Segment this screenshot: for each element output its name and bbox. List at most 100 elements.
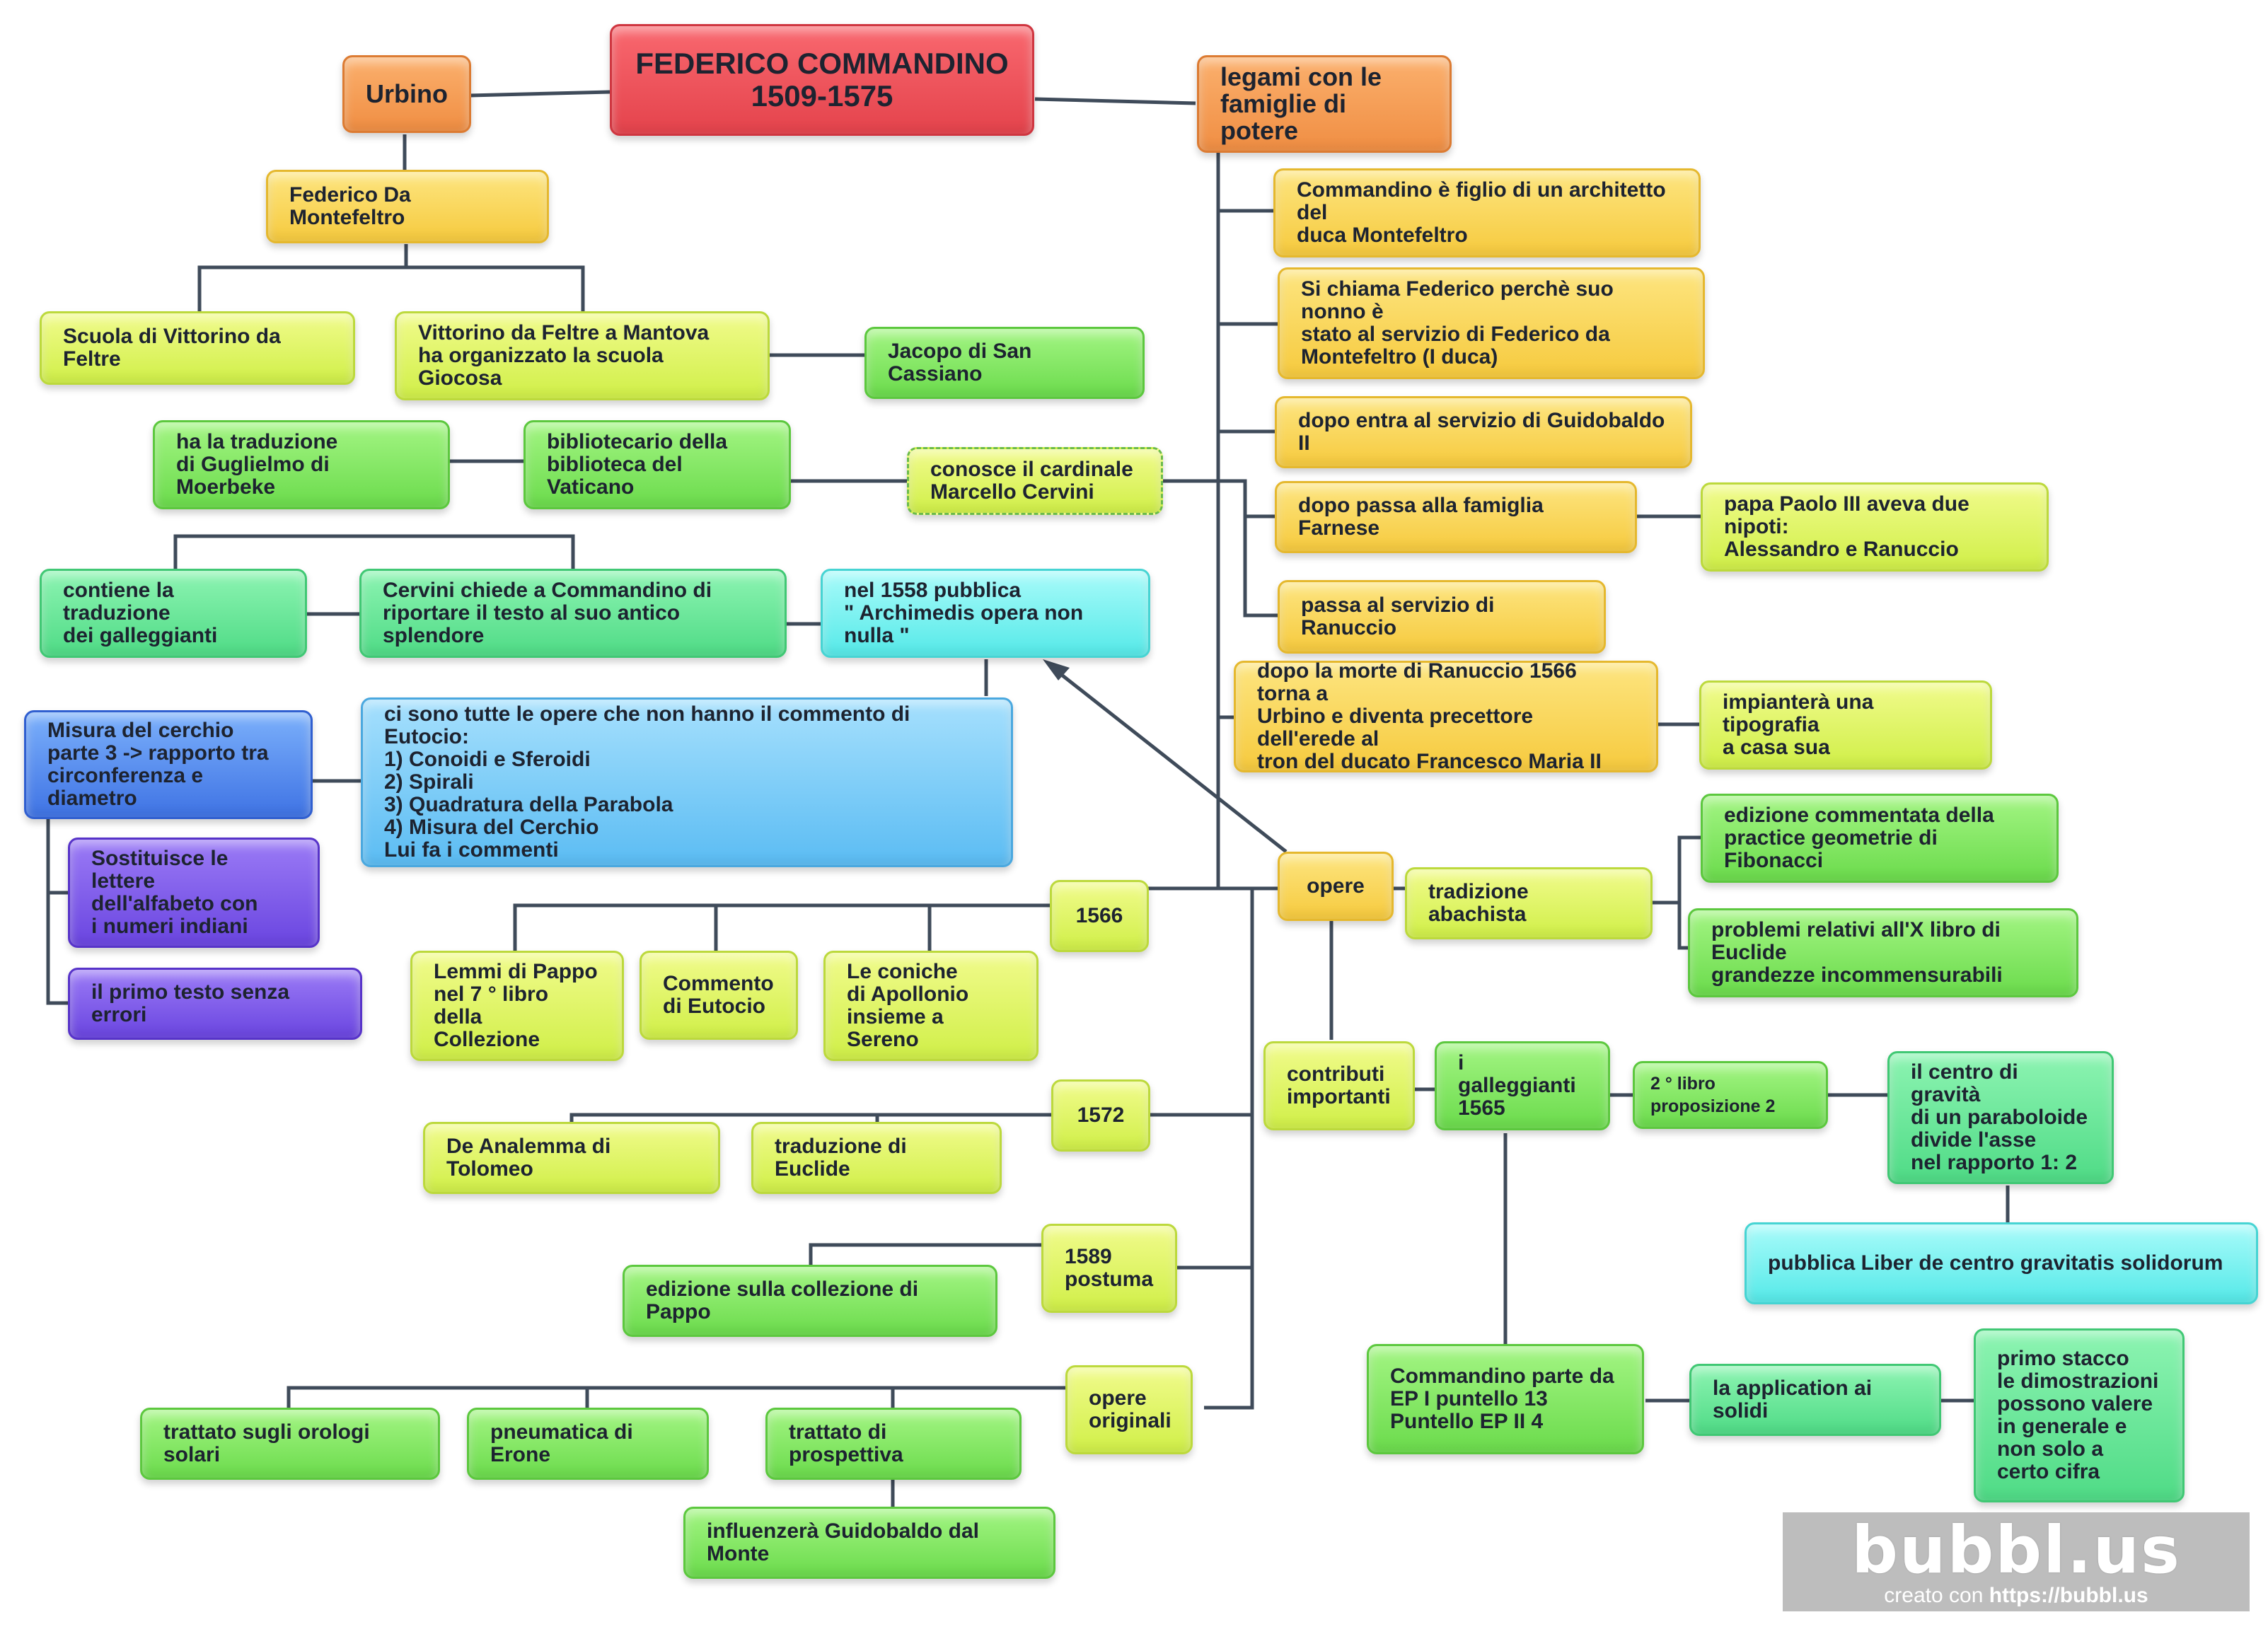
node-contributi-label: contributi importanti	[1287, 1062, 1391, 1108]
node-architetto[interactable]: Commandino è figlio di un architetto del…	[1273, 168, 1701, 257]
node-ranuccio[interactable]: passa al servizio di Ranuccio	[1278, 580, 1606, 654]
node-prospettiva[interactable]: trattato di prospettiva	[765, 1408, 1022, 1480]
node-liber[interactable]: pubblica Liber de centro gravitatis soli…	[1745, 1222, 2258, 1304]
node-legami-label: legami con le famiglie di potere	[1220, 62, 1382, 145]
link-abachista-children	[1651, 835, 1701, 905]
node-bibliotecario[interactable]: bibliotecario della biblioteca del Vatic…	[523, 420, 791, 509]
node-year-1566-label: 1566	[1075, 904, 1123, 927]
node-jacopo[interactable]: Jacopo di San Cassiano	[864, 327, 1145, 399]
node-analemma[interactable]: De Analemma di Tolomeo	[423, 1122, 720, 1194]
node-opere-elenco[interactable]: ci sono tutte le opere che non hanno il …	[361, 697, 1013, 867]
node-primo-testo-label: il primo testo senza errori	[91, 980, 290, 1026]
node-coniche-label: Le coniche di Apollonio insieme a Sereno	[847, 960, 969, 1051]
link-montefeltro-vittorino	[406, 265, 585, 311]
node-vittorino-mantova-label: Vittorino da Feltre a Mantova ha organiz…	[418, 321, 710, 390]
node-ranuccio-label: passa al servizio di Ranuccio	[1301, 593, 1495, 639]
node-montefeltro[interactable]: Federico Da Montefeltro	[266, 170, 549, 243]
node-cervini[interactable]: conosce il cardinale Marcello Cervini	[907, 447, 1163, 515]
link-misura-children	[46, 819, 68, 895]
node-galleggianti-1565[interactable]: i galleggianti 1565	[1435, 1041, 1610, 1130]
node-sostituisce[interactable]: Sostituisce le lettere dell'alfabeto con…	[68, 838, 320, 948]
link-originali-children	[287, 1386, 1065, 1408]
bubblus-watermark[interactable]: bubbl.us creato con https://bubbl.us	[1783, 1512, 2250, 1611]
node-orologi[interactable]: trattato sugli orologi solari	[140, 1408, 440, 1480]
node-morte-ranuccio-label: dopo la morte di Ranuccio 1566 torna a U…	[1257, 659, 1602, 773]
node-legami[interactable]: legami con le famiglie di potere	[1197, 55, 1452, 153]
node-moerbeke[interactable]: ha la traduzione di Guglielmo di Moerbek…	[153, 420, 450, 509]
bubblus-credit: creato con https://bubbl.us	[1783, 1584, 2250, 1607]
central-topic-label: FEDERICO COMMANDINO 1509-1575	[635, 47, 1009, 112]
node-bibliotecario-label: bibliotecario della biblioteca del Vatic…	[547, 430, 728, 499]
node-erone-label: pneumatica di Erone	[490, 1420, 633, 1466]
node-application[interactable]: la application ai solidi	[1689, 1364, 1941, 1436]
node-opere-label: opere	[1307, 874, 1365, 898]
node-euclide-x-label: problemi relativi all'X libro di Euclide…	[1711, 918, 2003, 987]
link-abachista-euclide	[1677, 903, 1688, 950]
node-prospettiva-label: trattato di prospettiva	[789, 1420, 903, 1466]
node-trad-euclide[interactable]: traduzione di Euclide	[751, 1122, 1002, 1194]
node-urbino-label: Urbino	[366, 79, 448, 108]
arrow-head	[1043, 659, 1070, 680]
node-pappo-lemmi[interactable]: Lemmi di Pappo nel 7 ° libro della Colle…	[410, 951, 624, 1061]
central-topic[interactable]: FEDERICO COMMANDINO 1509-1575	[610, 24, 1034, 136]
node-originali-label: opere originali	[1089, 1386, 1171, 1432]
node-primo-stacco[interactable]: primo stacco le dimostrazioni possono va…	[1974, 1328, 2185, 1502]
node-opere-elenco-label: ci sono tutte le opere che non hanno il …	[384, 702, 910, 862]
node-primo-stacco-label: primo stacco le dimostrazioni possono va…	[1997, 1347, 2159, 1483]
node-farnese[interactable]: dopo passa alla famiglia Farnese	[1275, 481, 1637, 553]
node-guidobaldo-monte[interactable]: influenzerà Guidobaldo dal Monte	[683, 1507, 1055, 1579]
node-euclide-x[interactable]: problemi relativi all'X libro di Euclide…	[1688, 908, 2078, 997]
node-tipografia[interactable]: impianterà una tipografia a casa sua	[1699, 680, 1992, 770]
node-vittorino-mantova[interactable]: Vittorino da Feltre a Mantova ha organiz…	[395, 311, 770, 400]
link-title-legami	[1034, 97, 1196, 105]
node-morte-ranuccio[interactable]: dopo la morte di Ranuccio 1566 torna a U…	[1234, 659, 1658, 773]
node-sostituisce-label: Sostituisce le lettere dell'alfabeto con…	[91, 847, 258, 938]
node-contributi[interactable]: contributi importanti	[1263, 1041, 1415, 1130]
node-guidobaldo-monte-label: influenzerà Guidobaldo dal Monte	[707, 1519, 980, 1565]
node-galleggianti-1565-label: i galleggianti 1565	[1458, 1051, 1576, 1120]
node-eutocio[interactable]: Commento di Eutocio	[640, 951, 798, 1040]
node-year-1589[interactable]: 1589 postuma	[1041, 1224, 1177, 1313]
node-libro2-label: 2 ° libro proposizione 2	[1650, 1074, 1776, 1116]
bubblus-logo: bubbl.us	[1851, 1512, 2181, 1588]
node-farnese-label: dopo passa alla famiglia Farnese	[1298, 494, 1544, 540]
node-paolo-iii[interactable]: papa Paolo III aveva due nipoti: Alessan…	[1701, 482, 2049, 572]
node-cervini-label: conosce il cardinale Marcello Cervini	[930, 458, 1133, 504]
node-cervini-chiede-label: Cervini chiede a Commandino di riportare…	[383, 579, 712, 647]
node-si-chiama[interactable]: Si chiama Federico perchè suo nonno è st…	[1278, 267, 1705, 379]
link-spine-ranuccio	[1243, 481, 1278, 618]
node-analemma-label: De Analemma di Tolomeo	[446, 1135, 611, 1181]
node-coniche[interactable]: Le coniche di Apollonio insieme a Sereno	[823, 951, 1038, 1061]
node-originali[interactable]: opere originali	[1065, 1365, 1193, 1454]
node-pappo-ed[interactable]: edizione sulla collezione di Pappo	[623, 1265, 997, 1337]
node-galleggianti-trad[interactable]: contiene la traduzione dei galleggianti	[40, 569, 307, 658]
node-pubblica-1558[interactable]: nel 1558 pubblica " Archimedis opera non…	[821, 569, 1150, 658]
node-jacopo-label: Jacopo di San Cassiano	[888, 340, 1032, 386]
node-year-1566[interactable]: 1566	[1050, 880, 1149, 952]
node-erone[interactable]: pneumatica di Erone	[467, 1408, 709, 1480]
node-scuola-vittorino-label: Scuola di Vittorino da Feltre	[63, 325, 281, 371]
node-year-1572-label: 1572	[1077, 1103, 1125, 1127]
node-eutocio-label: Commento di Eutocio	[663, 972, 774, 1018]
node-misura-cerchio[interactable]: Misura del cerchio parte 3 -> rapporto t…	[24, 710, 313, 819]
node-pappo-ed-label: edizione sulla collezione di Pappo	[646, 1277, 919, 1323]
node-year-1572[interactable]: 1572	[1051, 1079, 1150, 1152]
node-centro-gravita[interactable]: il centro di gravità di un paraboloide d…	[1887, 1051, 2114, 1184]
node-abachista[interactable]: tradizione abachista	[1405, 867, 1653, 939]
node-guidobaldo[interactable]: dopo entra al servizio di Guidobaldo II	[1275, 396, 1692, 468]
node-fibonacci[interactable]: edizione commentata della practice geome…	[1701, 794, 2059, 883]
node-urbino[interactable]: Urbino	[342, 55, 471, 133]
link-title-urbino	[469, 90, 611, 98]
node-primo-testo[interactable]: il primo testo senza errori	[68, 968, 362, 1040]
node-moerbeke-label: ha la traduzione di Guglielmo di Moerbek…	[176, 430, 338, 499]
credit-link[interactable]: https://bubbl.us	[1989, 1584, 2148, 1607]
node-opere[interactable]: opere	[1278, 852, 1394, 921]
node-libro2[interactable]: 2 ° libro proposizione 2	[1633, 1061, 1828, 1129]
node-misura-cerchio-label: Misura del cerchio parte 3 -> rapporto t…	[47, 719, 269, 810]
node-ep[interactable]: Commandino parte da EP I puntello 13 Pun…	[1367, 1344, 1644, 1454]
node-cervini-chiede[interactable]: Cervini chiede a Commandino di riportare…	[359, 569, 787, 658]
node-scuola-vittorino[interactable]: Scuola di Vittorino da Feltre	[40, 311, 355, 385]
link-1589-pappo	[809, 1243, 1041, 1265]
link-misura-primo	[46, 893, 68, 1005]
